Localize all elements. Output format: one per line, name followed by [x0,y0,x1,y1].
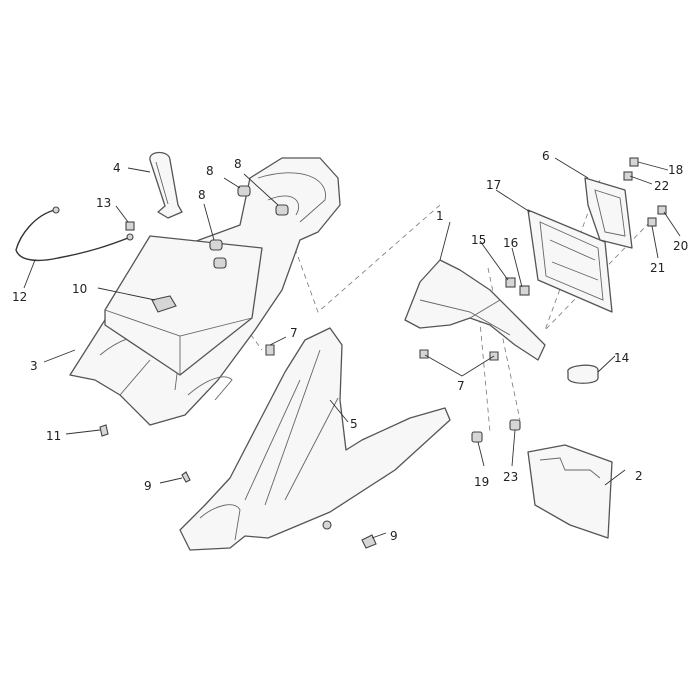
part-14-reflector [567,364,599,384]
part-17-plate-support [527,209,613,313]
part-8-grommets [209,185,289,269]
callout-leaders [23,157,681,539]
callout-16: 16 [503,236,518,250]
part-10-storage-tray [104,235,263,376]
callout-10: 10 [72,282,87,296]
callout-13: 13 [96,196,111,210]
callout-labels: 1 2 3 4 5 6 7 7 8 8 8 9 9 10 11 12 13 14… [12,149,688,543]
part-4-grab-handle [149,151,183,219]
callout-12: 12 [12,290,27,304]
callout-18: 18 [668,163,683,177]
callout-7b: 7 [457,379,465,393]
part-5-rear-hugger [179,327,451,551]
part-12-cable [15,206,134,262]
callout-23: 23 [503,470,518,484]
callout-8b: 8 [234,157,242,171]
callout-17: 17 [486,178,501,192]
part-18-22-hardware [623,157,667,227]
part-15-16-nuts [505,277,530,296]
callout-20: 20 [673,239,688,253]
callout-3: 3 [30,359,38,373]
part-19-23-nuts [471,419,521,443]
callout-7a: 7 [290,326,298,340]
callout-21: 21 [650,261,665,275]
part-2-mud-flap [527,444,613,539]
part-1-plate-bracket [404,259,546,361]
callout-11: 11 [46,429,61,443]
callout-1: 1 [436,209,444,223]
callout-9b: 9 [390,529,398,543]
callout-15: 15 [471,233,486,247]
callout-22: 22 [654,179,669,193]
callout-8a: 8 [206,164,214,178]
callout-8c: 8 [198,188,206,202]
part-11-screw [99,424,109,437]
callout-5: 5 [350,417,358,431]
callout-14: 14 [614,351,629,365]
part-6-plate-frame [584,177,633,249]
callout-9a: 9 [144,479,152,493]
part-13-screw [125,221,135,231]
callout-6: 6 [542,149,550,163]
callout-4: 4 [113,161,121,175]
callout-19: 19 [474,475,489,489]
callout-2: 2 [635,469,643,483]
